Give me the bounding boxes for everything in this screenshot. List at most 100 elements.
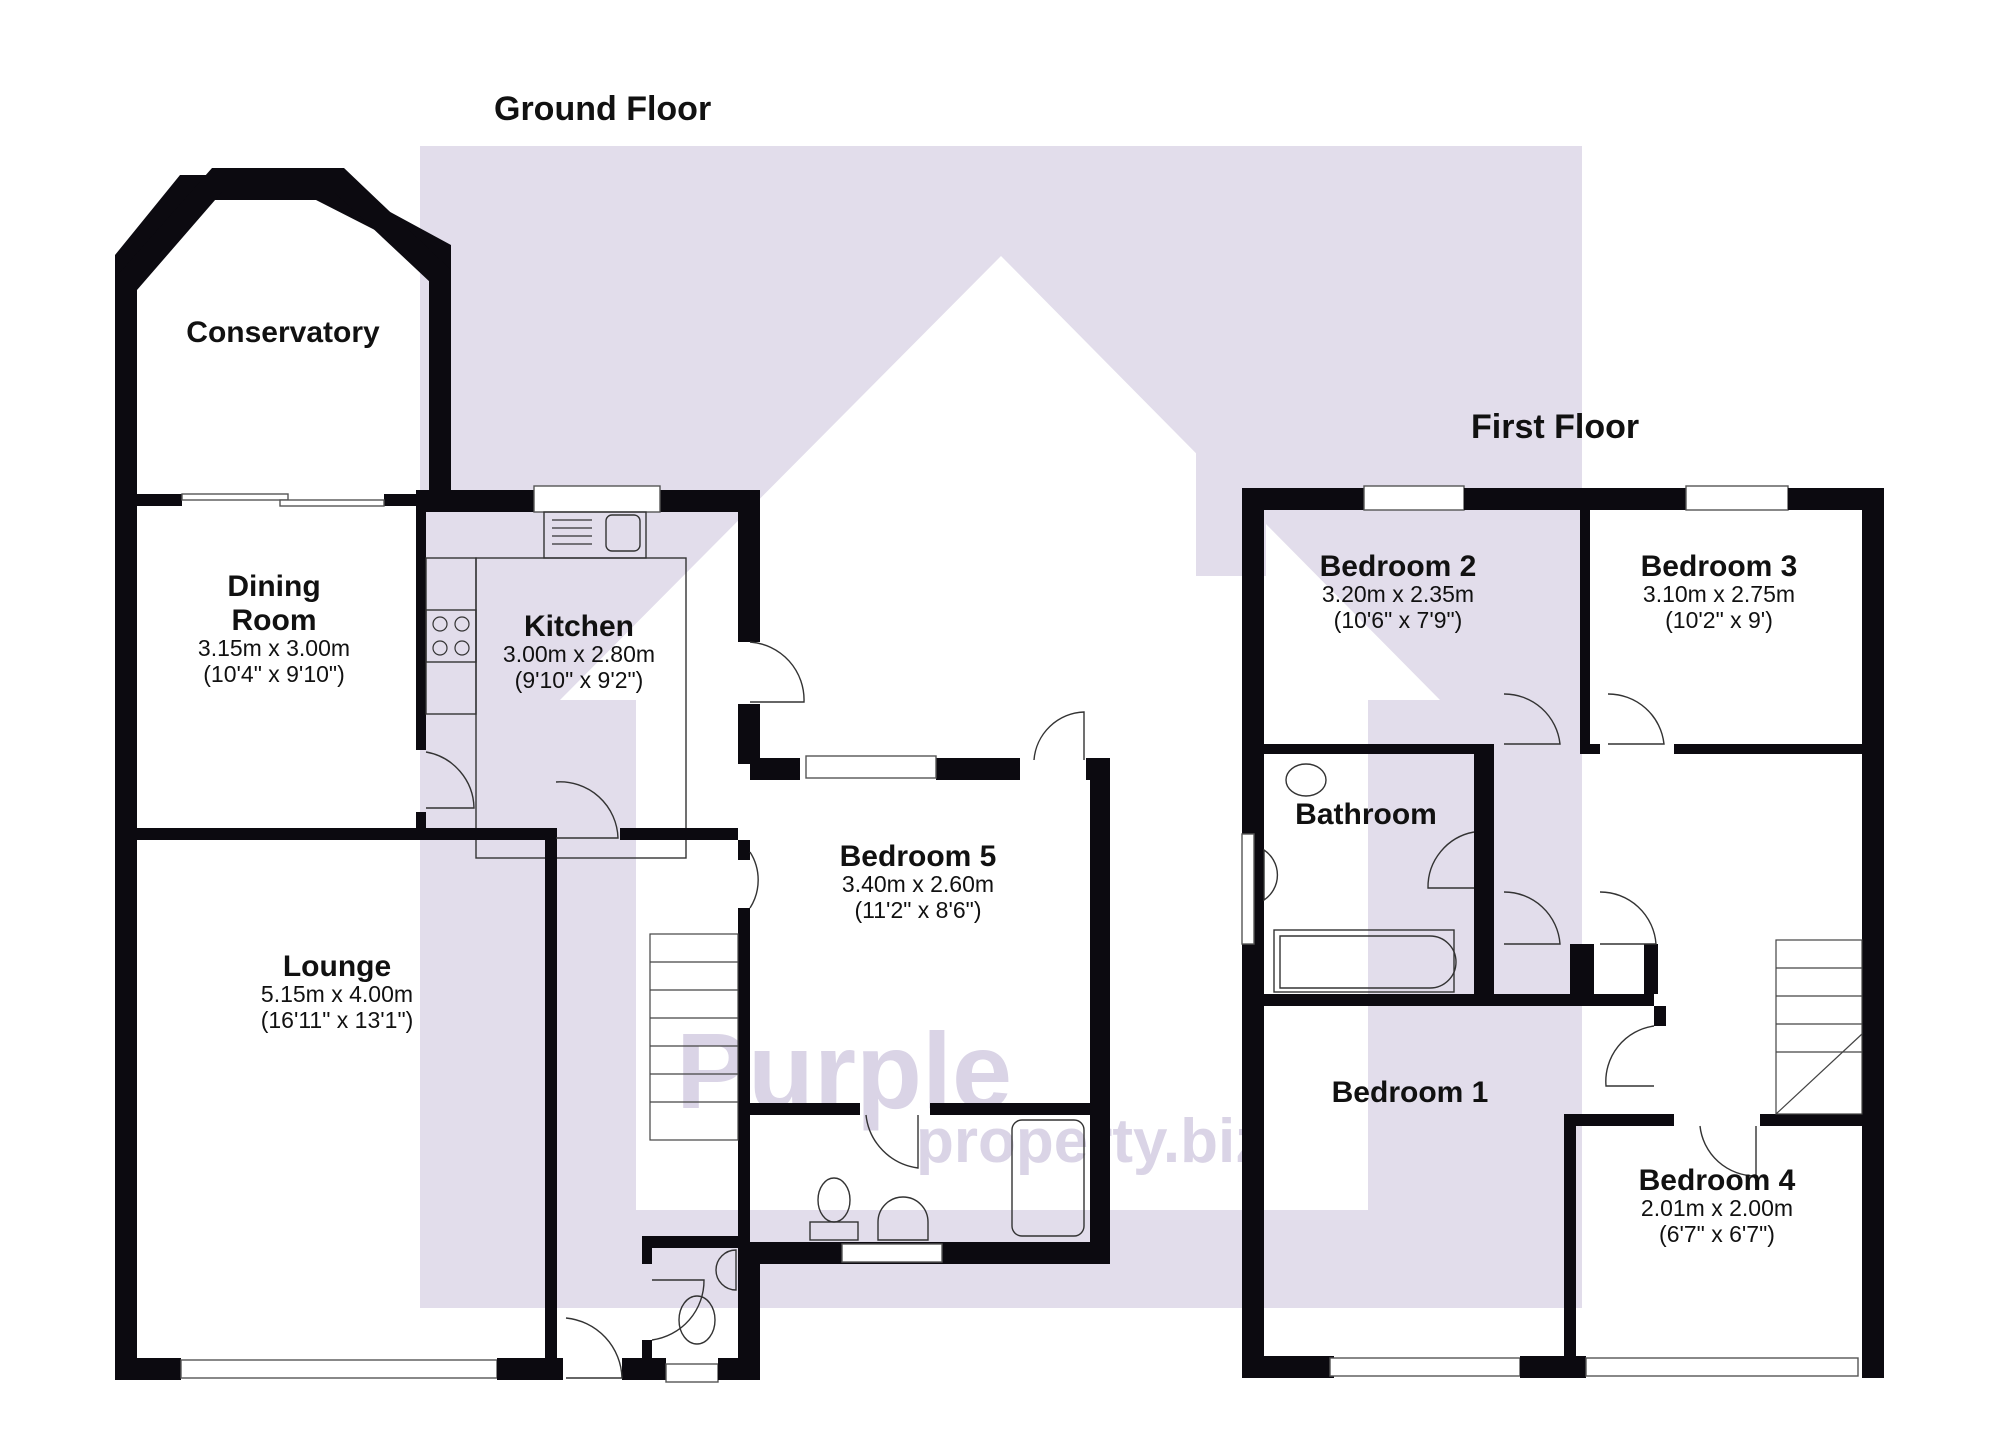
first-floor-title: First Floor — [1471, 408, 1639, 446]
bedroom4-metric: 2.01m x 2.00m — [1641, 1195, 1793, 1221]
ground-floor: Ground Floor — [115, 90, 1110, 1383]
shower-room-top-wall-left — [750, 1103, 860, 1115]
dining-lounge-wall — [137, 828, 557, 840]
bathroom-window — [1241, 833, 1255, 945]
bedroom1-door — [1605, 1025, 1655, 1087]
bedroom5-right-wall — [1090, 758, 1110, 1242]
room-name-kitchen: Kitchen — [524, 610, 634, 643]
room-name-bedroom-3: Bedroom 3 — [1641, 550, 1798, 583]
room-name-bedroom-1: Bedroom 1 — [1332, 1076, 1489, 1109]
bathroom-right-wall — [1474, 754, 1494, 994]
sliding-door — [279, 499, 385, 507]
sink-bowl-icon — [605, 514, 641, 552]
ff-right-wall — [1862, 488, 1884, 1378]
conservatory-right-wall — [429, 270, 451, 492]
bath-tub — [1273, 929, 1455, 993]
bed2-bed3-wall — [1580, 510, 1590, 746]
bathroom-basin-icon — [1263, 848, 1279, 902]
bedroom2-imperial: (10'6" x 7'9") — [1334, 607, 1463, 633]
bed2-bottom-wall — [1264, 744, 1494, 754]
first-doors — [1427, 693, 1757, 1177]
ground-doors — [425, 641, 1085, 1379]
bedroom3-window — [1685, 485, 1789, 511]
kitchen-sink-unit — [543, 511, 647, 559]
kitchen-hall-door — [555, 781, 619, 839]
room-name-lounge: Lounge — [283, 950, 391, 983]
bedroom4-door — [1699, 1125, 1757, 1177]
kitchen-metric: 3.00m x 2.80m — [503, 641, 655, 667]
bathroom-door — [1427, 831, 1475, 889]
bed4-top-wall-right — [1760, 1114, 1862, 1126]
ground-floor-title: Ground Floor — [494, 90, 711, 128]
hall-right-wall-upper — [738, 840, 750, 860]
bed4-top-wall-left — [1564, 1114, 1674, 1126]
bedroom3-imperial: (10'2" x 9') — [1665, 607, 1773, 633]
room-name-bedroom-4: Bedroom 4 — [1639, 1164, 1796, 1197]
front-door — [565, 1317, 623, 1379]
kitchen-bottom-wall — [620, 828, 738, 840]
bedroom2-door — [1503, 693, 1561, 745]
bed1-right-wall — [1564, 1116, 1576, 1356]
bedroom5-window — [805, 755, 937, 779]
shower-room-top-wall-right — [930, 1103, 1090, 1115]
wc-bottom-wall — [718, 1358, 760, 1380]
wc-right-wall — [738, 1242, 760, 1380]
bedroom5-top-wall-mid — [936, 758, 1020, 780]
ff-top-wall-mid — [1464, 488, 1686, 510]
ff-bottom-wall-left — [1242, 1356, 1334, 1378]
kitchen-right-wall-lower — [738, 704, 760, 764]
ground-stairs — [649, 933, 739, 1141]
conservatory-peak — [115, 168, 451, 290]
conservatory-left-wall — [115, 278, 137, 1380]
kitchen-unit-left — [425, 557, 477, 715]
airing-cupboard-door — [1503, 891, 1561, 945]
bedroom3-door — [1607, 693, 1665, 745]
bedroom5-external-door — [1033, 711, 1085, 761]
cupboard-wall — [1570, 944, 1594, 994]
bedroom2-window — [1363, 485, 1465, 511]
lounge-window — [180, 1359, 498, 1379]
wc-door — [651, 1279, 705, 1341]
kitchen-external-door — [749, 641, 805, 703]
room-name-bathroom: Bathroom — [1295, 798, 1437, 831]
landing-cupboard-door — [1599, 891, 1657, 945]
ff-bottom-wall-mid — [1520, 1356, 1586, 1378]
bath-inner — [1279, 935, 1457, 989]
wc-left-wall — [642, 1236, 652, 1264]
shower-room-door — [865, 1114, 919, 1169]
bathroom-toilet-icon — [1285, 763, 1327, 797]
dining-top-wall-right — [384, 494, 416, 506]
room-name-bedroom-2: Bedroom 2 — [1320, 550, 1477, 583]
bedroom3-metric: 3.10m x 2.75m — [1643, 581, 1795, 607]
room-name-dining-line1: Dining — [227, 570, 320, 603]
bedroom5-imperial: (11'2" x 8'6") — [855, 897, 982, 923]
wc-basin-icon — [715, 1249, 737, 1291]
kitchen-window — [533, 485, 661, 513]
washbasin-icon — [877, 1196, 929, 1241]
lounge-right-wall — [545, 840, 557, 1380]
room-name-bedroom-5: Bedroom 5 — [840, 840, 997, 873]
bed3-bottom-wall-right — [1674, 744, 1862, 754]
lounge-metric: 5.15m x 4.00m — [261, 981, 413, 1007]
room-name-conservatory: Conservatory — [186, 316, 380, 349]
drainer-icon — [552, 519, 592, 545]
first-stairs — [1775, 939, 1863, 1115]
bedroom5-top-wall-left — [750, 758, 800, 780]
bedroom5-door — [749, 851, 759, 909]
watermark: Purple property.biz — [420, 146, 1582, 1308]
kitchen-imperial: (9'10" x 9'2") — [515, 667, 644, 693]
wc-top-wall — [642, 1236, 746, 1248]
toilet-cistern — [809, 1221, 859, 1241]
dining-top-wall-left — [137, 494, 182, 506]
lounge-bottom-wall-right — [497, 1358, 563, 1380]
dining-metric: 3.15m x 3.00m — [198, 635, 350, 661]
wc-toilet-icon — [678, 1295, 716, 1345]
sliding-door — [181, 493, 289, 501]
shower-tray — [1011, 1119, 1085, 1237]
bedroom2-metric: 3.20m x 2.35m — [1322, 581, 1474, 607]
kitchen-right-wall — [738, 506, 760, 642]
bedroom1-window — [1329, 1357, 1521, 1377]
first-floor: First Floor — [1241, 408, 1884, 1378]
dining-kitchen-wall-lower — [416, 812, 426, 838]
